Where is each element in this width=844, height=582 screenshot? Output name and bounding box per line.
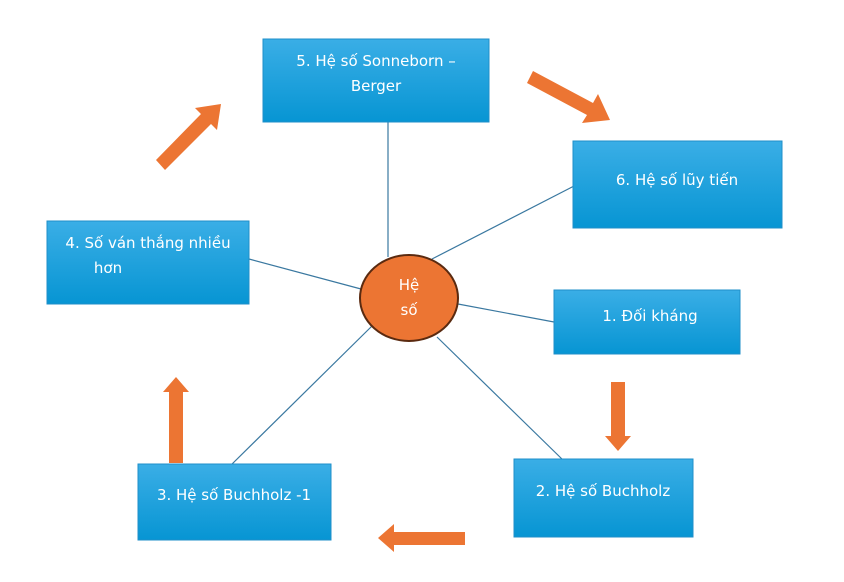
node-3-label: 3. Hệ số Buchholz -1 (157, 486, 311, 504)
node-6-label: 6. Hệ số lũy tiến (616, 171, 738, 189)
center-node: Hệ số (359, 254, 459, 342)
arrow-down-icon (605, 382, 631, 451)
connector-6 (431, 184, 577, 260)
node-6: 6. Hệ số lũy tiến (572, 140, 783, 229)
connector-1 (457, 303, 555, 323)
connector-4 (248, 258, 362, 290)
arrow-up-icon (163, 377, 189, 463)
arrow-left-icon (378, 524, 465, 552)
node-4-label: 4. Số ván thắng nhiều (65, 234, 230, 252)
connector-2 (436, 336, 565, 462)
connector-3 (227, 325, 373, 469)
node-5-label-2: Berger (351, 77, 402, 95)
node-2-label: 2. Hệ số Buchholz (536, 482, 671, 500)
node-4-label-2: hơn (94, 259, 122, 277)
node-4: 4. Số ván thắng nhiều hơn (46, 220, 250, 305)
center-label: Hệ (399, 276, 420, 294)
node-1: 1. Đối kháng (553, 289, 741, 355)
center-label-2: số (401, 301, 419, 319)
arrow-up-right-icon (156, 104, 221, 170)
node-3: 3. Hệ số Buchholz -1 (137, 463, 332, 541)
node-2: 2. Hệ số Buchholz (513, 458, 694, 538)
arrow-right-down-icon (527, 71, 610, 123)
node-5-label: 5. Hệ số Sonneborn – (296, 52, 455, 70)
node-5: 5. Hệ số Sonneborn – Berger (262, 38, 490, 123)
node-1-label: 1. Đối kháng (602, 307, 697, 325)
